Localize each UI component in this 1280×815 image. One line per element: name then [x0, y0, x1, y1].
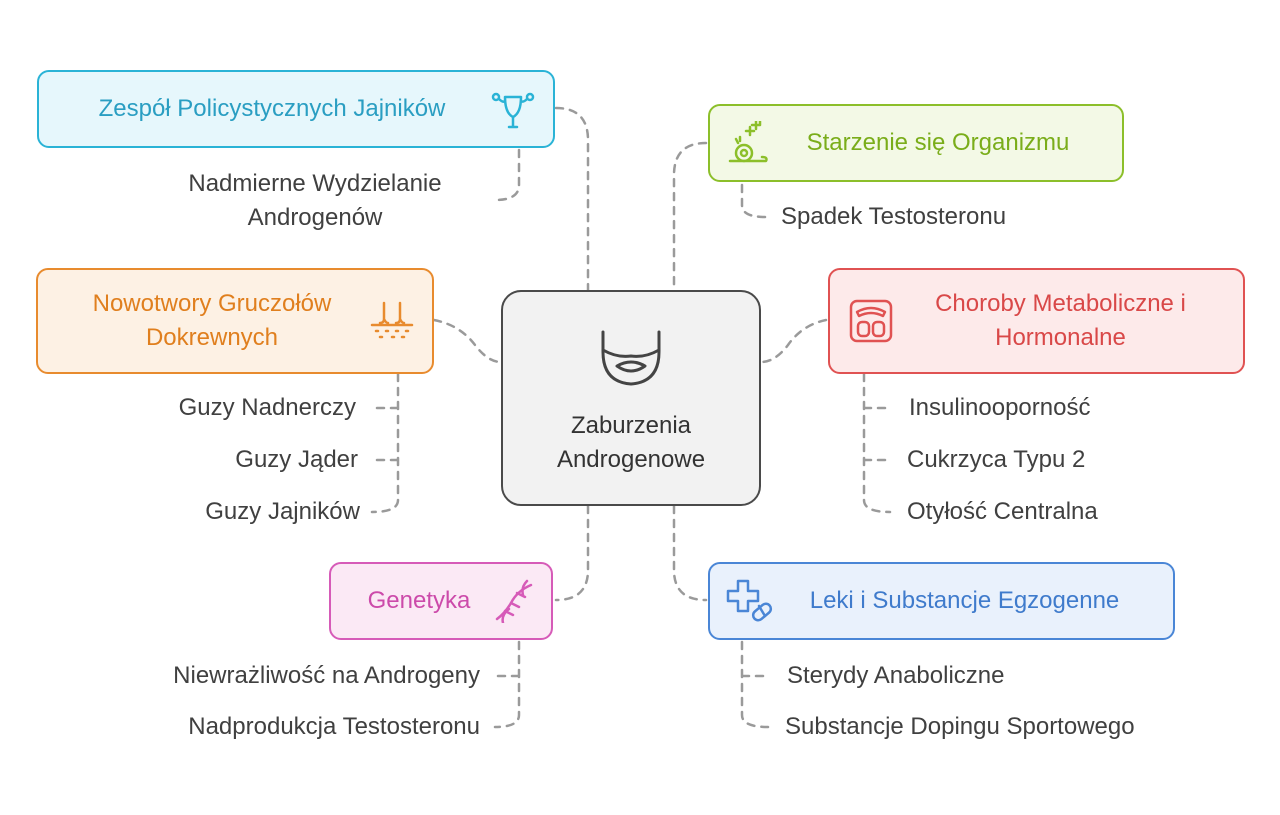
- center-topic: Zaburzenia Androgenowe: [501, 290, 761, 506]
- connector-pcos: [554, 106, 590, 292]
- metabolic-item-3: Otyłość Centralna: [907, 498, 1098, 525]
- scale-icon: [848, 298, 894, 344]
- category-tumors: Nowotwory Gruczołów Dokrewnych: [36, 268, 434, 374]
- tumors-item-3: Guzy Jajników: [205, 498, 360, 525]
- category-metabolic-label: Choroby Metaboliczne i Hormonalne: [935, 290, 1186, 351]
- connector-tumors: [432, 318, 503, 364]
- category-genetics-label: Genetyka: [367, 587, 471, 614]
- connector-tumors-items: [370, 372, 400, 514]
- connector-drugs-items: [740, 640, 770, 729]
- hair-follicle-icon: [370, 299, 414, 343]
- aging-item-1: Spadek Testosteronu: [781, 203, 1007, 230]
- medicine-icon: [726, 579, 774, 623]
- metabolic-item-1: Insulinooporność: [909, 394, 1091, 421]
- connector-aging: [672, 141, 708, 292]
- category-tumors-label: Nowotwory Gruczołów Dokrewnych: [92, 290, 332, 351]
- genetics-item-2: Nadprodukcja Testosteronu: [188, 713, 480, 740]
- connector-pcos-items: [493, 148, 521, 202]
- uterus-icon: [491, 87, 535, 131]
- category-aging: Starzenie się Organizmu: [708, 104, 1124, 182]
- connector-genetics: [554, 504, 590, 602]
- pcos-item-1: Nadmierne Wydzielanie Androgenów: [188, 170, 442, 231]
- category-genetics: Genetyka: [329, 562, 553, 640]
- beard-icon: [597, 328, 665, 393]
- connector-aging-items: [740, 183, 767, 219]
- tumors-item-2: Guzy Jąder: [235, 446, 358, 473]
- connector-metabolic-items: [862, 372, 892, 514]
- connector-metabolic: [759, 318, 828, 364]
- center-title: Zaburzenia Androgenowe: [556, 412, 706, 473]
- category-pcos: Zespół Policystycznych Jajników: [37, 70, 555, 148]
- snail-plus-icon: [726, 121, 772, 165]
- genetics-item-1: Niewrażliwość na Androgeny: [173, 662, 480, 689]
- drugs-item-1: Sterydy Anaboliczne: [787, 662, 1005, 689]
- category-pcos-label: Zespół Policystycznych Jajników: [98, 95, 446, 122]
- category-metabolic: Choroby Metaboliczne i Hormonalne: [828, 268, 1245, 374]
- dna-icon: [491, 579, 535, 623]
- metabolic-item-2: Cukrzyca Typu 2: [907, 446, 1086, 473]
- connector-drugs: [672, 504, 708, 602]
- category-drugs: Leki i Substancje Egzogenne: [708, 562, 1175, 640]
- drugs-item-2: Substancje Dopingu Sportowego: [785, 713, 1135, 740]
- connector-genetics-items: [493, 640, 521, 729]
- tumors-item-1: Guzy Nadnerczy: [178, 394, 356, 421]
- category-aging-label: Starzenie się Organizmu: [806, 129, 1070, 156]
- category-drugs-label: Leki i Substancje Egzogenne: [809, 587, 1120, 614]
